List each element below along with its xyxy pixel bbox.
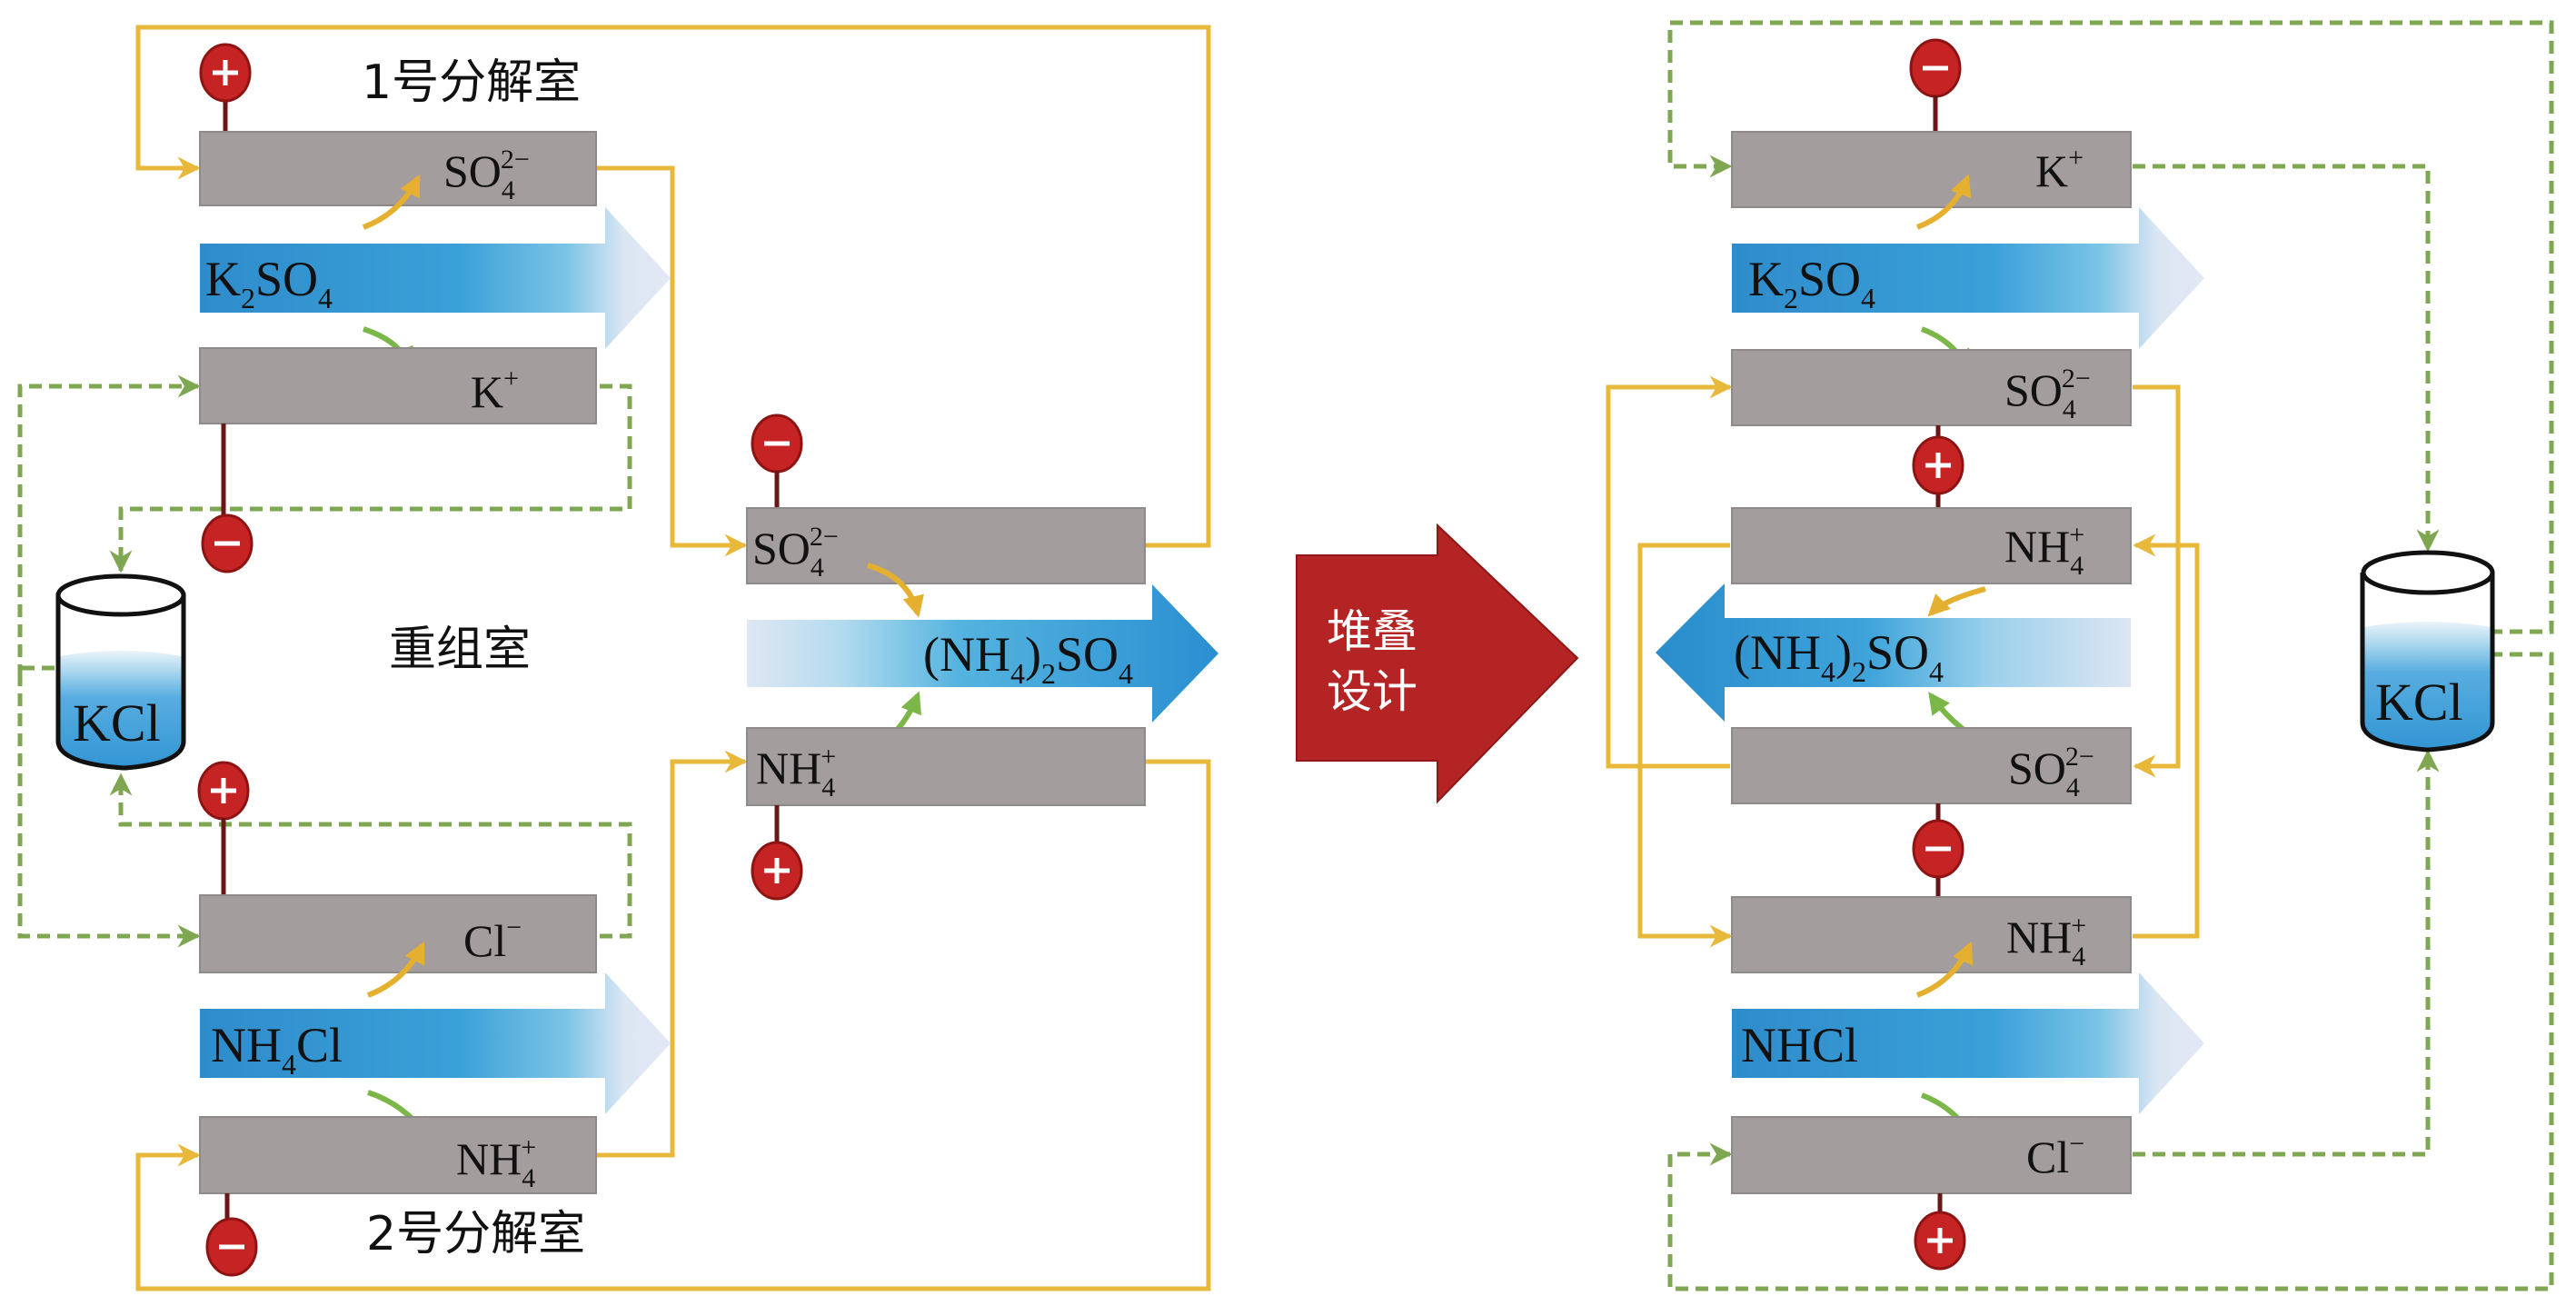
wire-c2-to-recomb (596, 750, 748, 1158)
kcl-line-c2 (17, 665, 201, 948)
ion-flow-arrow-right-nh4 (1915, 941, 1974, 998)
ion-label-c1-top: SO42− (443, 145, 530, 205)
kcl-line-c1-return (109, 384, 632, 573)
ion-flow-arrow-cl (366, 941, 425, 998)
ion-label-recomb-bottom: NH4+ (756, 742, 836, 803)
ion-label-right-4: SO42− (2008, 742, 2094, 803)
wire-top-loop (135, 25, 1211, 548)
svg-text:(NH4)2SO4: (NH4)2SO4 (923, 627, 1133, 690)
stream-nh4cl: NH4Cl (200, 972, 671, 1114)
svg-text:K2SO4: K2SO4 (1748, 252, 1875, 314)
electrode-c1-bottom (201, 513, 254, 573)
electrode-c1-top (199, 43, 252, 103)
membrane-right-so4-1 (1731, 349, 2132, 426)
wire-c1-to-recomb (596, 165, 748, 557)
ion-flow-arrow-so4 (362, 174, 421, 230)
membrane-right-k (1731, 131, 2132, 208)
electrode-c2-top (197, 761, 250, 821)
electrode-right-2 (1912, 435, 1964, 495)
membrane-right-cl (1731, 1116, 2132, 1194)
ion-label-c2-bottom: NH4+ (456, 1132, 536, 1193)
electrode-c2-bottom (205, 1217, 258, 1277)
beaker-label: KCl (73, 693, 161, 753)
kcl-line-k-to-beaker (2133, 164, 2440, 553)
wire-nh4-bottom-to-nh4-mid (2133, 533, 2200, 939)
stream-k2so4: K2SO4 (200, 207, 671, 349)
ion-label-right-6: Cl− (2026, 1129, 2084, 1182)
ion-flow-arrow-so4-in (867, 563, 924, 618)
beaker-label-right: KCl (2375, 673, 2463, 732)
wire-loop-left-inner (1637, 543, 1733, 948)
kcl-line-cl-to-beaker (2133, 749, 2440, 1157)
ion-label-c2-top: Cl− (463, 912, 522, 966)
svg-text:NH4Cl: NH4Cl (211, 1018, 343, 1081)
membrane-c2-top (199, 894, 597, 973)
membrane-c1-top (199, 131, 597, 206)
ion-label-right-2: SO42− (2004, 364, 2091, 424)
stacking-label-line2: 设计 (1327, 665, 1417, 718)
recombination-title: 重组室 (389, 623, 531, 677)
membrane-recomb-top (746, 507, 1146, 584)
svg-text:K2SO4: K2SO4 (205, 252, 333, 314)
kcl-loop-top (1667, 20, 2554, 634)
membrane-c2-bottom (199, 1116, 597, 1194)
ion-label-c1-bottom: K+ (471, 364, 519, 417)
ion-label-right-3: NH4+ (2004, 520, 2084, 581)
ion-label-right-5: NH4+ (2006, 911, 2086, 972)
electrode-right-4 (1914, 1211, 1966, 1271)
kcl-line-c2-return (109, 773, 632, 939)
electrode-right-1 (1909, 38, 1962, 98)
stacking-label-line1: 堆叠 (1327, 605, 1417, 658)
kcl-loop-bottom (1667, 652, 2554, 1291)
electrode-recomb-top (751, 414, 803, 474)
kcl-beaker-left: KCl (55, 573, 186, 771)
svg-text:NHCl: NHCl (1741, 1018, 1858, 1072)
kcl-line-c1 (17, 374, 201, 677)
kcl-beaker-right: KCl (2360, 550, 2495, 753)
stream-right-ammonium-sulfate: (NH4)2SO4 (1656, 583, 2131, 722)
svg-text:(NH4)2SO4: (NH4)2SO4 (1734, 625, 1944, 688)
membrane-recomb-bottom (746, 727, 1146, 806)
wire-loop-left-outer (1606, 375, 1733, 769)
membrane-right-nh4-1 (1731, 507, 2132, 584)
stream-ammonium-sulfate: (NH4)2SO4 (747, 584, 1218, 723)
right-panel: K+ K2SO4 SO42− NH4+ (NH4)2SO4 SO42− (1606, 20, 2554, 1291)
wire-so4-top-to-so4-bottom (2133, 384, 2181, 778)
ion-flow-arrow-right-nh4-in (1927, 586, 1986, 617)
ion-label-right-1: K+ (2035, 143, 2084, 196)
membrane-right-so4-2 (1731, 727, 2132, 804)
wire-bottom-loop (135, 759, 1211, 1291)
chamber1-title: 1号分解室 (362, 55, 581, 110)
membrane-c1-bottom (199, 347, 597, 424)
stacking-design-arrow: 堆叠 设计 (1296, 523, 1579, 804)
membrane-right-nh4-2 (1731, 896, 2132, 973)
chamber2-title: 2号分解室 (366, 1207, 585, 1261)
stream-right-k2so4: K2SO4 (1732, 207, 2204, 349)
electrode-recomb-bottom (751, 841, 803, 901)
electrode-right-3 (1912, 819, 1964, 879)
stream-right-nh4cl: NHCl (1732, 972, 2204, 1114)
ion-flow-arrow-right-k (1915, 174, 1972, 230)
left-panel: 1号分解室 SO42− K2SO4 K+ KCl 重组 (17, 25, 1218, 1291)
ion-label-recomb-top: SO42− (752, 522, 839, 583)
